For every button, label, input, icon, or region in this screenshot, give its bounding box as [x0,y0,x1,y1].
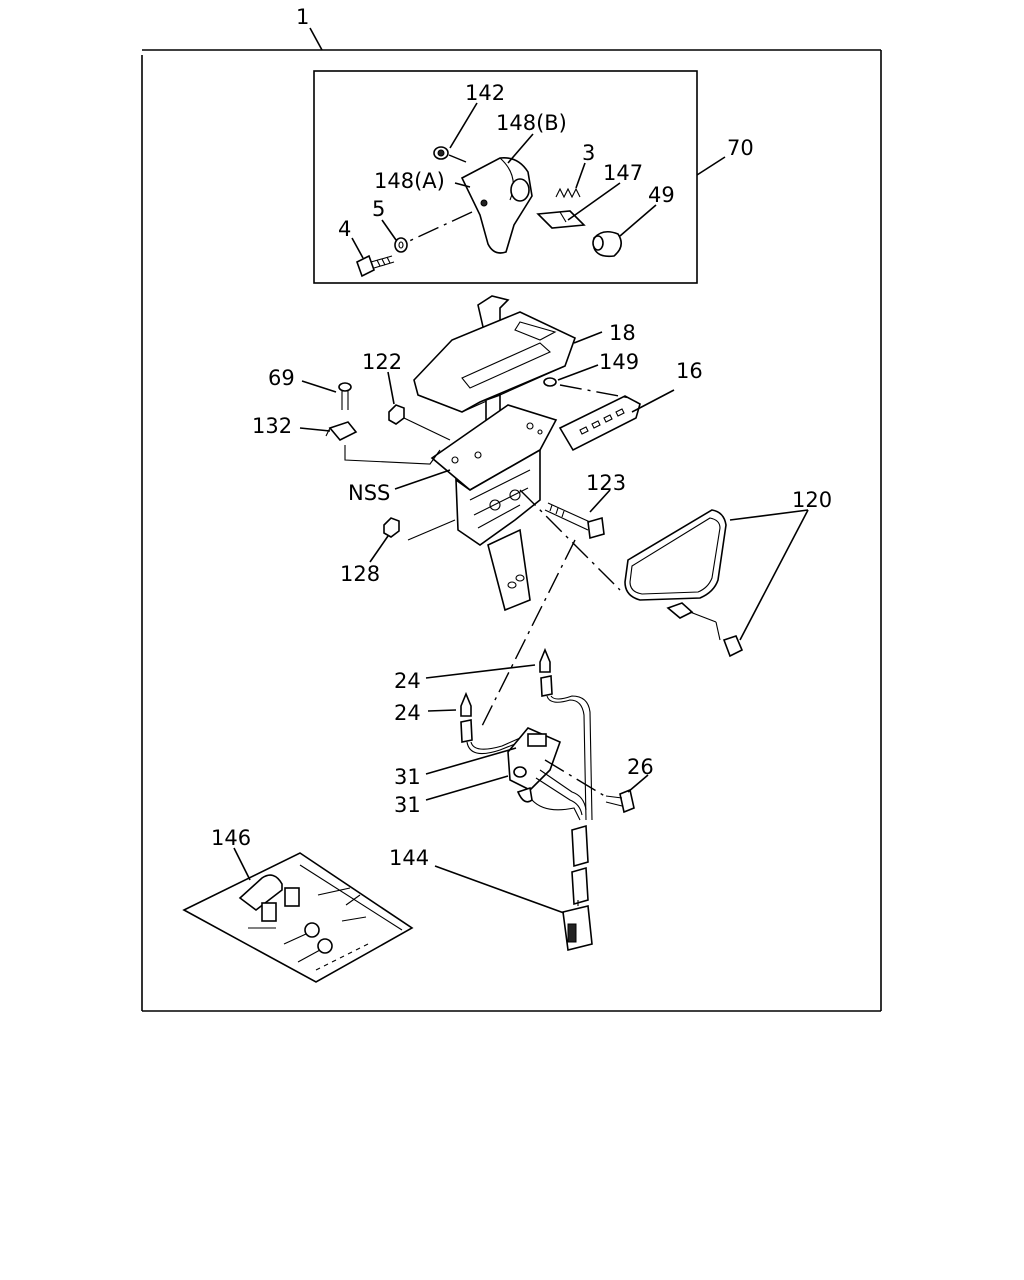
label-142: 142 [465,81,505,105]
label-4: 4 [338,217,351,241]
knob-subassembly-box [313,70,726,284]
label-147: 147 [603,161,643,185]
label-5: 5 [372,197,385,221]
knob-parts [356,146,622,278]
label-16: 16 [676,359,703,383]
label-146: 146 [211,826,251,850]
label-nss: NSS [348,481,390,505]
label-70: 70 [727,136,754,160]
leader-lines [233,102,809,914]
label-1: 1 [296,5,309,29]
label-123: 123 [586,471,626,495]
callout-labels: 1 70 142 148(B) 148(A) 3 147 49 5 4 18 6… [211,5,832,870]
label-31-bottom: 31 [394,793,421,817]
label-128: 128 [340,562,380,586]
label-148-a: 148(A) [374,169,445,193]
cable-guide [624,509,744,658]
hardware-bag [182,852,414,983]
label-122: 122 [362,350,402,374]
label-69: 69 [268,366,295,390]
label-24-top: 24 [394,669,421,693]
label-49: 49 [648,183,675,207]
label-24-bottom: 24 [394,701,421,725]
label-148-b: 148(B) [496,111,567,135]
label-144: 144 [389,846,429,870]
label-26: 26 [627,755,654,779]
label-31-top: 31 [394,765,421,789]
label-132: 132 [252,414,292,438]
assembly-frame [141,27,882,1012]
label-18: 18 [609,321,636,345]
label-149: 149 [599,350,639,374]
label-120: 120 [792,488,832,512]
shifter-assembly [325,295,641,731]
wire-harness [460,647,635,951]
label-3: 3 [582,141,595,165]
